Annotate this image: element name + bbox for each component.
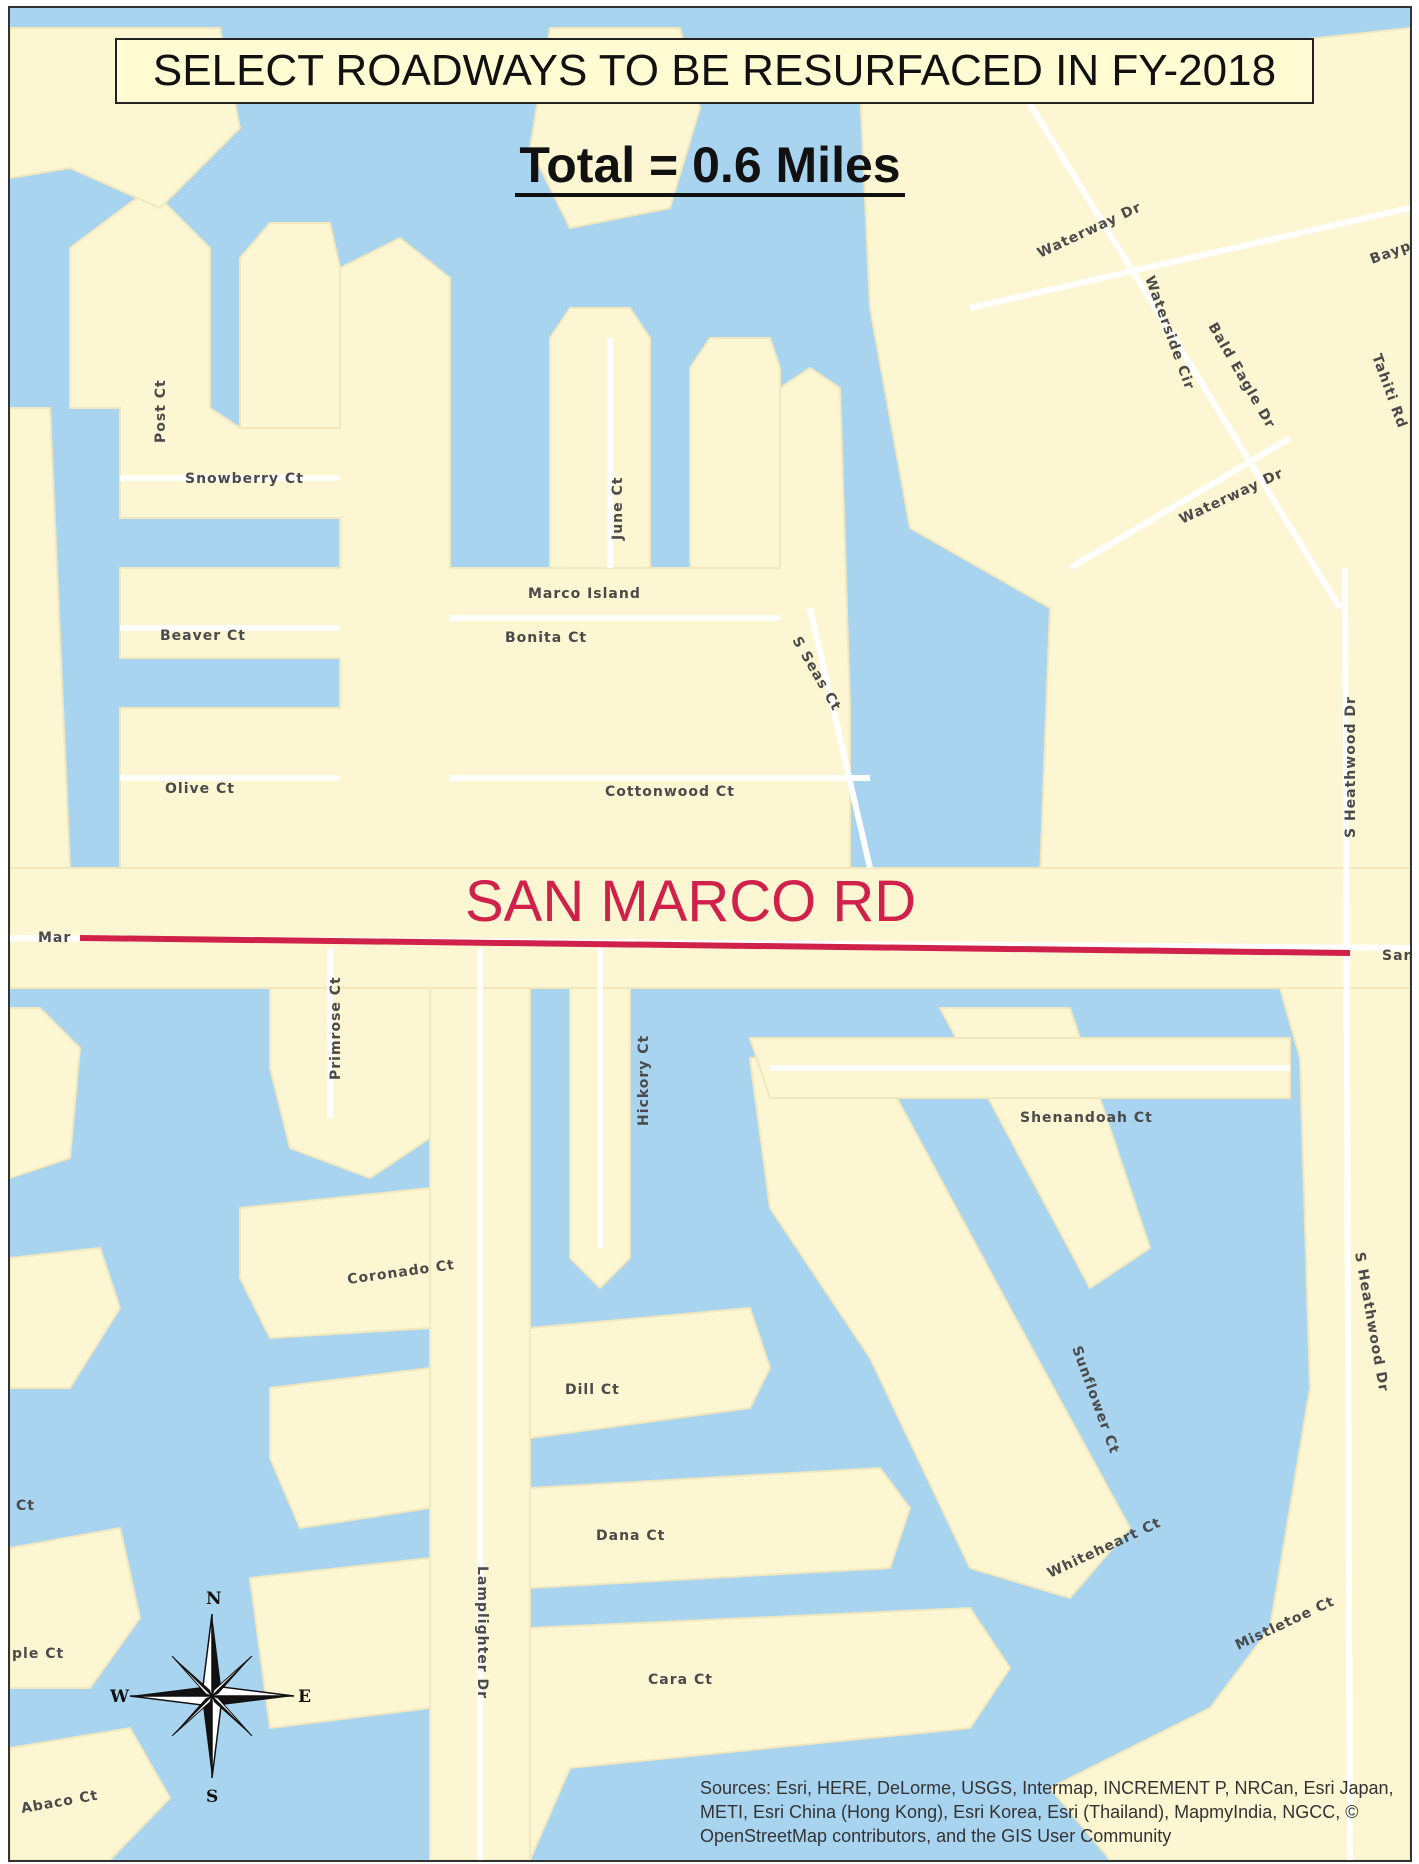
land-diag-1 (748, 1046, 1132, 1600)
land-dana (529, 1466, 912, 1590)
land-finger-3 (239, 222, 341, 429)
label-san-right: San (1382, 948, 1410, 964)
road-bald-eagle (1017, 86, 1343, 610)
label-marco-island: Marco Island (528, 586, 641, 602)
land-w-3 (10, 1526, 142, 1689)
map-frame: Post Ct Snowberry Ct June Ct Marco Islan… (8, 6, 1412, 1862)
label-june-ct: June Ct (610, 477, 626, 541)
land-w-4 (10, 1726, 172, 1860)
label-dill-ct: Dill Ct (565, 1382, 620, 1398)
land-sw-1 (269, 1366, 431, 1530)
land-dill (529, 1306, 772, 1440)
compass-s: S (206, 1787, 218, 1807)
land-w-1 (10, 1007, 82, 1180)
road-waterway-s (1068, 435, 1292, 571)
sources-attribution: Sources: Esri, HERE, DeLorme, USGS, Inte… (700, 1778, 1394, 1846)
land-cara (529, 1606, 1012, 1860)
land-primrose (269, 987, 431, 1180)
label-dana-ct: Dana Ct (596, 1528, 665, 1544)
road-s-seas (807, 607, 873, 869)
label-beaver-ct: Beaver Ct (160, 628, 246, 644)
label-olive-ct: Olive Ct (165, 781, 235, 797)
highlighted-road-label: SAN MARCO RD (465, 869, 917, 934)
label-cottonwood-ct: Cottonwood Ct (605, 784, 735, 800)
label-primrose-ct: Primrose Ct (328, 976, 344, 1080)
total-miles-text: Total = 0.6 Miles (515, 137, 905, 197)
label-s-heathwood-dr-1: S Heathwood Dr (1343, 696, 1359, 838)
label-ct-left: Ct (16, 1498, 35, 1514)
label-mar-left: Mar (38, 930, 71, 946)
label-shenandoah-ct: Shenandoah Ct (1020, 1110, 1153, 1126)
land-sw-2 (248, 1556, 431, 1730)
map-title: SELECT ROADWAYS TO BE RESURFACED IN FY-2… (115, 38, 1314, 104)
road-waterway-n (969, 205, 1410, 311)
compass-n: N (206, 1589, 222, 1609)
basemap: Post Ct Snowberry Ct June Ct Marco Islan… (10, 8, 1410, 1860)
label-lamplighter-dr: Lamplighter Dr (474, 1566, 490, 1699)
road-s-heathwood (1342, 567, 1353, 1860)
land-coronado (239, 1186, 431, 1340)
compass-w: W (109, 1687, 130, 1707)
land-w-2 (10, 1246, 122, 1389)
total-miles: Total = 0.6 Miles (10, 136, 1410, 197)
label-post-ct: Post Ct (153, 379, 169, 443)
highlight-san-marco-rd (79, 935, 1351, 956)
label-hickory-ct: Hickory Ct (636, 1035, 652, 1126)
land-w-strip (10, 407, 72, 869)
land-finger-2 (689, 337, 781, 569)
label-ple-ct: ple Ct (12, 1646, 64, 1662)
land-finger-1 (549, 307, 651, 569)
compass-rose: N S E W (109, 1589, 311, 1807)
label-bonita-ct: Bonita Ct (505, 630, 587, 646)
land-road-band (10, 867, 1410, 989)
label-cara-ct: Cara Ct (648, 1672, 713, 1688)
label-snowberry-ct: Snowberry Ct (185, 471, 304, 487)
compass-e: E (298, 1687, 311, 1707)
